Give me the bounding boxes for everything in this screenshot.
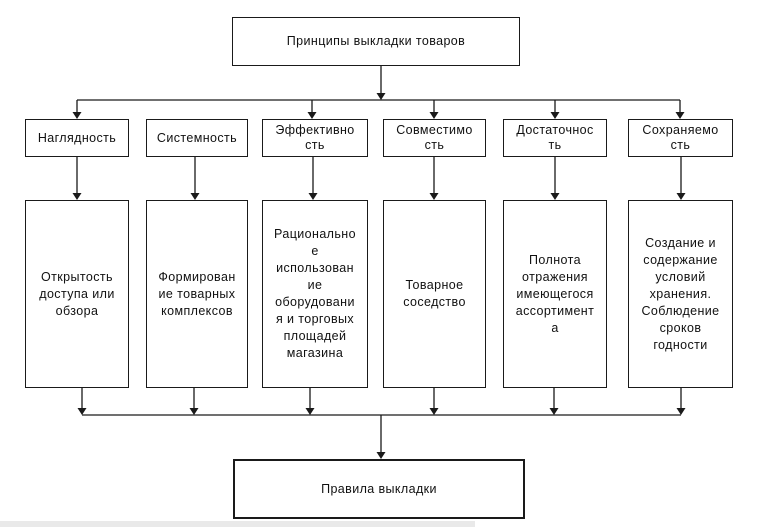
connector-principles-to-details (72, 157, 686, 200)
principle-node-effektivnost: Эффективно сть (262, 119, 368, 157)
principle-node-dostatochnost: Достаточнос ть (503, 119, 607, 157)
connector-distributor-to-principles (72, 100, 685, 119)
detail-node-nagliadnost: Открытость доступа или обзора (25, 200, 129, 388)
principle-node-nagliadnost: Наглядность (25, 119, 129, 157)
connector-root-to-distributor (376, 66, 386, 100)
detail-node-dostatochnost: Полнота отражения имеющегося ассортимент… (503, 200, 607, 388)
detail-node-sistemnost: Формирован ие товарных комплексов (146, 200, 248, 388)
detail-node-sokhranyaemost: Создание и содержание условий хранения. … (628, 200, 733, 388)
connector-details-to-collector (77, 388, 686, 415)
result-node-rules: Правила выкладки (233, 459, 525, 519)
bottom-edge-artifact (0, 521, 475, 527)
connector-collector-to-result (376, 415, 386, 459)
root-node-principles: Принципы выкладки товаров (232, 17, 520, 66)
detail-node-sovmestimost: Товарное соседство (383, 200, 486, 388)
principle-node-sovmestimost: Совместимо сть (383, 119, 486, 157)
detail-node-effektivnost: Рационально е использован ие оборудовани… (262, 200, 368, 388)
principle-node-sokhranyaemost: Сохраняемо сть (628, 119, 733, 157)
principle-node-sistemnost: Системность (146, 119, 248, 157)
